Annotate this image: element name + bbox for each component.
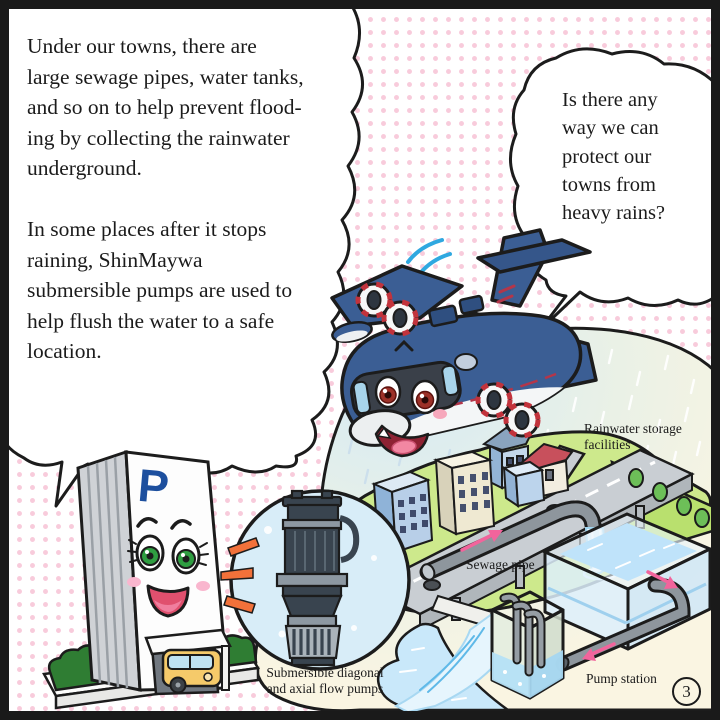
building-face bbox=[127, 517, 210, 618]
narration-text: Under our towns, there are large sewage … bbox=[27, 34, 304, 364]
pump-inset bbox=[220, 489, 411, 671]
building-character: P bbox=[42, 449, 261, 710]
manhole bbox=[423, 579, 441, 591]
label-pump-station: Pump station bbox=[586, 671, 657, 686]
emphasis-dashes-icon bbox=[220, 537, 260, 614]
propeller-icon bbox=[381, 299, 419, 337]
mouth bbox=[146, 584, 190, 618]
building-cream bbox=[433, 450, 496, 536]
river bbox=[376, 622, 512, 712]
flood-control-diagram bbox=[332, 426, 718, 714]
label-submersible-pumps: Submersible diagonal and axial flow pump… bbox=[266, 665, 384, 697]
station-pumps bbox=[499, 592, 546, 677]
question-text: Is there any way we can protect our town… bbox=[562, 89, 666, 225]
submersible-pump bbox=[275, 489, 360, 667]
building-cube bbox=[501, 460, 546, 508]
propeller-icon bbox=[475, 381, 513, 419]
car bbox=[161, 648, 223, 694]
propeller-icon bbox=[355, 281, 393, 319]
eye bbox=[127, 534, 165, 572]
sewage-pipe bbox=[419, 500, 603, 581]
pump-station bbox=[376, 590, 565, 714]
inset-bubbles bbox=[264, 507, 377, 638]
discharge-water bbox=[393, 612, 493, 714]
page-number: 3 bbox=[672, 677, 701, 706]
label-sewage-pipe: Sewage pipe bbox=[466, 557, 535, 572]
plane-eye bbox=[374, 375, 402, 409]
eye bbox=[171, 537, 209, 575]
flow-arrows bbox=[460, 530, 678, 661]
plane-eye bbox=[410, 379, 440, 415]
p-sign: P bbox=[136, 459, 171, 513]
label-rainwater-storage: Rainwater storage facilities bbox=[584, 421, 682, 453]
propeller-icon bbox=[503, 401, 541, 439]
